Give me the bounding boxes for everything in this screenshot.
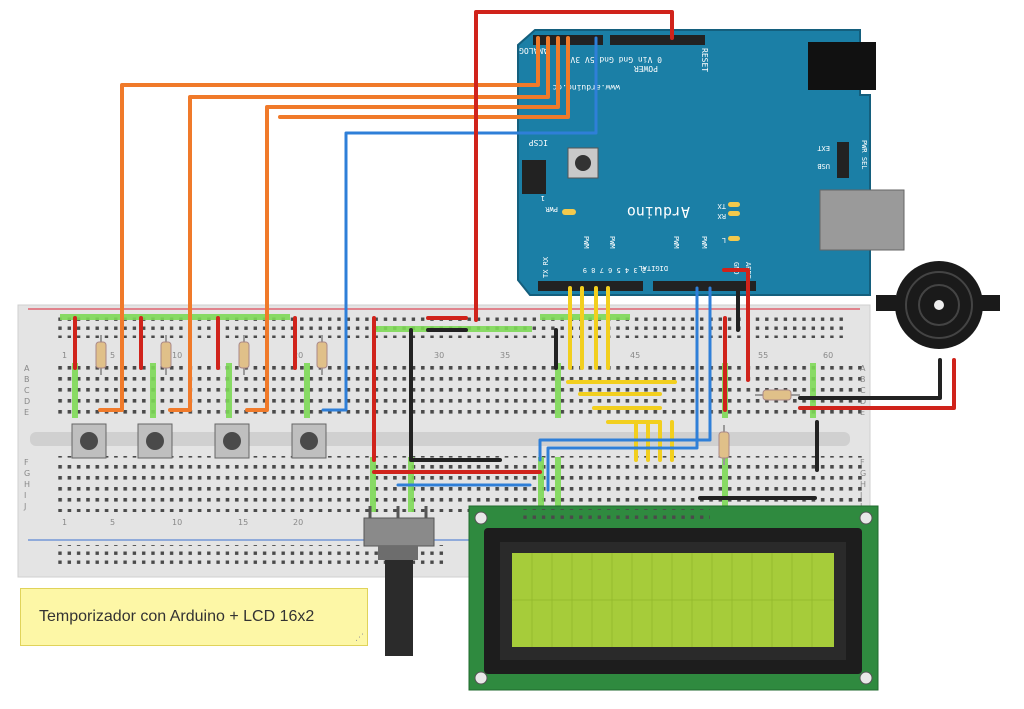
row-letter: F: [24, 458, 29, 467]
reset-label: RESET: [700, 48, 709, 72]
row-letter: H: [24, 480, 30, 489]
push-button-icon: [214, 423, 250, 459]
push-button-icon: [71, 423, 107, 459]
arduino-brand: Arduino: [627, 203, 690, 221]
pwm-label: PWM: [672, 236, 680, 249]
row-letter: B: [860, 375, 866, 384]
resistor-icon: [718, 425, 730, 465]
resize-grip-icon[interactable]: ⋰: [355, 633, 364, 643]
col-number: 1: [62, 351, 67, 360]
row-letter: C: [860, 386, 866, 395]
icsp-header: [522, 160, 546, 194]
col-number: 35: [500, 351, 510, 360]
ext-label: EXT: [817, 144, 830, 152]
analog-in-label: ANALOG IN: [504, 46, 548, 55]
resistor-icon: [95, 335, 107, 375]
title-note: Temporizador con Arduino + LCD 16x2 ⋰: [20, 588, 368, 646]
col-number: 60: [823, 351, 833, 360]
col-number: 10: [172, 351, 182, 360]
col-number: 20: [293, 351, 303, 360]
title-note-text: Temporizador con Arduino + LCD 16x2: [39, 608, 315, 625]
row-letter: J: [23, 502, 26, 511]
row-letter: I: [24, 491, 26, 500]
pwr-sel-label: PWR SEL: [860, 140, 868, 170]
row-letter: G: [24, 469, 30, 478]
row-letter: D: [860, 397, 866, 406]
row-letter: E: [860, 408, 865, 417]
pwr-led-label: PWR: [545, 205, 558, 213]
resistor-icon: [238, 335, 250, 375]
col-number: 55: [758, 351, 768, 360]
icsp-one-label: 1: [541, 194, 545, 202]
wires: [73, 10, 956, 500]
usb-label: USB: [817, 162, 830, 170]
row-letter: H: [860, 480, 866, 489]
row-letter: A: [860, 364, 866, 373]
lcd-icon: [468, 505, 879, 691]
potentiometer-icon: [363, 506, 435, 656]
row-letter: F: [860, 458, 865, 467]
push-button-icon: [137, 423, 173, 459]
push-button-icon: [291, 423, 327, 459]
arduino-board-icon: ANALOG IN 0 Vin Gnd Gnd 5V 3V3 POWER RES…: [504, 29, 905, 296]
col-number: 1: [62, 518, 67, 527]
row-letter: I: [860, 491, 862, 500]
resistor-icon: [160, 335, 172, 375]
col-number: 10: [172, 518, 182, 527]
tx-led-label: TX: [717, 202, 726, 210]
txrx-pins-label: TX RX: [542, 256, 550, 278]
row-letter: G: [860, 469, 866, 478]
push-buttons: [71, 423, 327, 459]
resistor-icon: [755, 389, 800, 401]
row-letter: E: [24, 408, 29, 417]
col-number: 15: [238, 518, 248, 527]
pwm-label: PWM: [700, 236, 708, 249]
column-numbers-bottom: 1 5 10 15 20: [62, 518, 303, 527]
power-label: POWER: [634, 64, 658, 73]
resistors: [95, 335, 800, 465]
row-letter: D: [24, 397, 30, 406]
website-label: www.arduino.cc: [552, 83, 620, 92]
col-number: 20: [293, 518, 303, 527]
col-number: 5: [110, 351, 115, 360]
row-letter: B: [24, 375, 30, 384]
digital-pins-label: 2 3 4 5 6 7 8 9: [583, 266, 646, 274]
usb-port: [819, 189, 905, 251]
row-letters: A B C D E F G H I J: [23, 364, 30, 511]
col-number: 45: [630, 351, 640, 360]
resistor-icon: [316, 335, 328, 375]
l-led-label: L: [722, 236, 726, 244]
pwm-label: PWM: [608, 236, 616, 249]
digital-label: DIGITAL: [638, 264, 668, 272]
col-number: 5: [110, 518, 115, 527]
row-letter: C: [24, 386, 30, 395]
col-number: 30: [434, 351, 444, 360]
power-pins-label: 0 Vin Gnd Gnd 5V 3V3: [565, 55, 662, 64]
power-jack: [808, 42, 876, 90]
buzzer-icon: [876, 261, 1000, 349]
icsp-label: ICSP: [529, 138, 548, 147]
rx-led-label: RX: [717, 212, 726, 220]
pwm-label: PWM: [582, 236, 590, 249]
row-letter: A: [24, 364, 30, 373]
